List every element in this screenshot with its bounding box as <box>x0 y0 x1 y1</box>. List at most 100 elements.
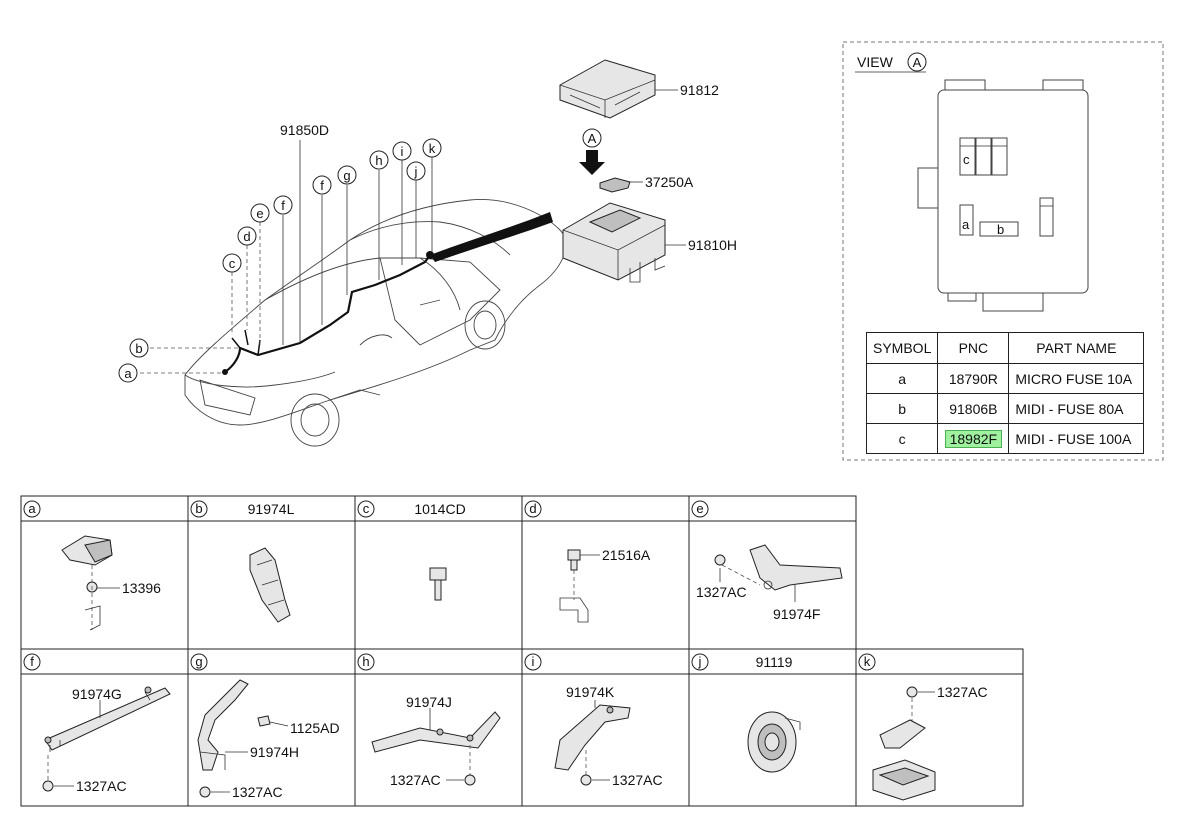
svg-text:91974F: 91974F <box>773 606 820 622</box>
parts-table-header: SYMBOL PNC PART NAME <box>865 332 1145 364</box>
detail-i-protector: 91974K 1327AC <box>554 684 663 788</box>
col-part-name: PART NAME <box>1008 332 1145 364</box>
header-j: 91119 <box>756 654 793 670</box>
view-title: VIEW <box>857 54 894 70</box>
view-fuse-box: c a b <box>917 79 1089 312</box>
svg-text:1327AC: 1327AC <box>232 784 283 800</box>
row-part-name: MIDI - FUSE 100A <box>1008 423 1145 454</box>
svg-text:A: A <box>588 131 597 146</box>
row-part-name: MICRO FUSE 10A <box>1008 363 1145 394</box>
detail-k-terminal: 1327AC <box>872 684 988 801</box>
svg-text:b: b <box>195 501 202 516</box>
svg-text:21516A: 21516A <box>602 547 651 563</box>
marker-f-label: f <box>281 198 285 213</box>
bracket-part <box>599 177 643 193</box>
svg-text:k: k <box>864 654 871 669</box>
row-part-name: MIDI - FUSE 80A <box>1008 393 1145 424</box>
detail-h-protector: 91974J 1327AC <box>371 694 501 788</box>
view-a-panel <box>842 41 1164 461</box>
marker-g <box>337 165 357 185</box>
row-symbol: c <box>865 423 939 454</box>
marker-h <box>369 150 389 170</box>
table-row: a 18790R MICRO FUSE 10A <box>865 363 1145 394</box>
highlighted-pnc[interactable]: 18982F <box>944 429 1003 448</box>
marker-h-label: h <box>375 153 382 168</box>
harness-part-number: 91850D <box>280 122 329 138</box>
marker-e-label: e <box>256 206 263 221</box>
detail-a-clip: 13396 <box>61 535 161 631</box>
car-outline <box>184 199 567 447</box>
svg-text:h: h <box>362 654 369 669</box>
fuse-box-cover <box>559 59 678 119</box>
view-letter: A <box>913 55 922 70</box>
marker-f2-label: f <box>320 178 324 193</box>
wiring-harness <box>222 212 553 375</box>
row-pnc-highlighted[interactable]: 18982F <box>937 423 1010 454</box>
fuse-label-c: c <box>963 152 970 167</box>
marker-c <box>222 253 242 273</box>
junction-box-part-number: 91810H <box>688 237 737 253</box>
header-c: 1014CD <box>414 501 465 517</box>
marker-f <box>273 195 293 215</box>
marker-b-label: b <box>135 341 142 356</box>
row-symbol: a <box>865 363 939 394</box>
svg-text:1327AC: 1327AC <box>612 772 663 788</box>
col-symbol: SYMBOL <box>865 332 939 364</box>
marker-k-label: k <box>429 141 436 156</box>
marker-j <box>406 161 426 181</box>
detail-b-protector <box>249 547 291 623</box>
marker-a <box>118 363 138 383</box>
fuse-label-b: b <box>997 222 1004 237</box>
detail-f-protector: 91974G 1327AC <box>42 686 171 794</box>
svg-text:g: g <box>195 654 202 669</box>
marker-j-label: j <box>414 164 418 179</box>
detail-c-bolt <box>429 567 447 601</box>
detail-g-protector: 1125AD 91974H 1327AC <box>197 679 340 800</box>
table-row: c 18982F MIDI - FUSE 100A <box>865 423 1145 454</box>
marker-b <box>129 338 149 358</box>
svg-text:c: c <box>363 501 370 516</box>
marker-a-label: a <box>124 366 132 381</box>
svg-text:1327AC: 1327AC <box>76 778 127 794</box>
row-pnc[interactable]: 91806B <box>937 393 1010 424</box>
svg-text:d: d <box>529 501 536 516</box>
svg-text:a: a <box>28 501 36 516</box>
detail-e-bracket: 1327AC 91974F <box>696 544 843 622</box>
svg-text:j: j <box>698 654 702 669</box>
svg-text:f: f <box>30 654 34 669</box>
marker-d-label: d <box>243 229 250 244</box>
row-pnc[interactable]: 18790R <box>937 363 1010 394</box>
svg-text:91974K: 91974K <box>566 684 615 700</box>
marker-e <box>250 203 270 223</box>
row1-headers: a b 91974L c 1014CD d e <box>23 500 709 518</box>
svg-text:1327AC: 1327AC <box>937 684 988 700</box>
fuse-label-a: a <box>962 217 970 232</box>
marker-i <box>392 141 412 161</box>
detail-d-bolt: 21516A <box>559 547 651 623</box>
parts-table: SYMBOL PNC PART NAME a 18790R MICRO FUSE… <box>865 332 1145 454</box>
svg-text:1125AD: 1125AD <box>290 720 340 736</box>
svg-text:e: e <box>696 501 703 516</box>
header-b: 91974L <box>248 501 295 517</box>
svg-text:91974J: 91974J <box>406 694 452 710</box>
svg-text:1327AC: 1327AC <box>696 584 747 600</box>
detail-grid-row2 <box>20 648 1024 807</box>
col-pnc: PNC <box>937 332 1010 364</box>
bracket-part-number: 37250A <box>645 174 694 190</box>
cover-part-number: 91812 <box>680 82 719 98</box>
svg-text:91974H: 91974H <box>250 744 299 760</box>
svg-text:13396: 13396 <box>122 580 161 596</box>
harness-leader-lines <box>140 140 433 374</box>
table-row: b 91806B MIDI - FUSE 80A <box>865 393 1145 424</box>
svg-text:1327AC: 1327AC <box>390 772 441 788</box>
marker-k <box>422 138 442 158</box>
marker-d <box>237 226 257 246</box>
marker-c-label: c <box>229 256 236 271</box>
marker-i-label: i <box>401 144 404 159</box>
svg-text:91974G: 91974G <box>72 686 122 702</box>
harness-point-markers: a b c d e f f g h i j k <box>118 138 442 383</box>
row-symbol: b <box>865 393 939 424</box>
view-a-arrow: A <box>579 128 605 175</box>
row2-headers: f g h i j 91119 k <box>23 653 876 671</box>
